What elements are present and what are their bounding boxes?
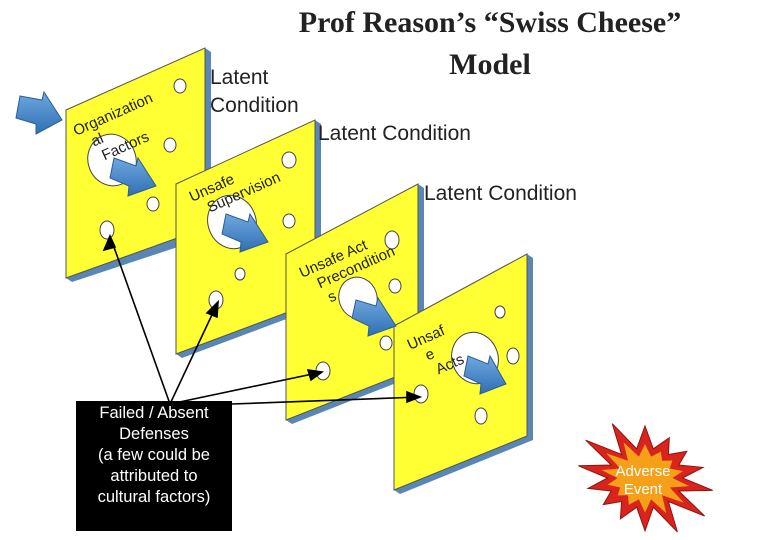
cheese-hole — [494, 305, 506, 319]
slice-organizational-factors: OrganizationalFactors — [65, 47, 211, 282]
entry-arrow-icon — [15, 90, 63, 135]
pointer-line — [231, 396, 421, 405]
latent-condition-label-2: Latent Condition — [318, 122, 471, 145]
title-line1: Prof Reason’s “Swiss Cheese” — [298, 6, 682, 39]
cheese-hole — [413, 384, 429, 404]
pointer-arrowhead-icon — [406, 390, 423, 404]
cheese-hole — [384, 230, 400, 250]
latent-condition-label-3: Latent Condition — [424, 182, 577, 205]
adverse-event-line2: Event — [624, 481, 663, 498]
latent-condition-label-1: Latent Condition — [210, 66, 299, 117]
trajectory-arrow-icon — [463, 354, 507, 395]
cheese-hole — [388, 278, 402, 294]
callout-line: cultural factors) — [97, 488, 211, 506]
trajectory-arrow-icon — [221, 212, 269, 253]
cheese-hole — [146, 196, 160, 212]
adverse-event-line1: Adverse — [615, 463, 670, 480]
pointer-arrowhead-icon — [306, 369, 325, 382]
cheese-hole — [506, 347, 520, 365]
callout-line: Failed / Absent — [99, 404, 209, 422]
failed-defenses-callout: Failed / Absent Defenses (a few could be… — [76, 401, 232, 531]
cheese-hole — [379, 335, 393, 351]
cheese-hole — [163, 137, 177, 153]
trajectory-arrow-icon — [351, 296, 397, 337]
cheese-hole — [234, 267, 246, 281]
callout-line: attributed to — [110, 467, 198, 485]
title-line2: Model — [449, 48, 531, 81]
pointer-arrowhead-icon — [205, 299, 219, 319]
cheese-hole — [282, 213, 296, 229]
cheese-hole — [281, 151, 297, 169]
pointer-line — [169, 371, 323, 405]
slice-unsafe-acts: UnsafeActs — [393, 253, 533, 494]
trajectory-arrow-icon — [109, 156, 157, 197]
callout-line: Defenses — [119, 425, 189, 443]
adverse-event-burst: Adverse Event — [578, 423, 713, 533]
cheese-hole — [173, 78, 187, 94]
cheese-hole — [99, 220, 115, 240]
cheese-hole — [474, 407, 488, 425]
pointer-line — [169, 301, 219, 405]
burst-inner-icon — [601, 442, 690, 514]
pointer-arrowhead-icon — [102, 234, 117, 252]
pointer-line — [109, 235, 171, 405]
callout-line: (a few could be — [98, 446, 210, 464]
